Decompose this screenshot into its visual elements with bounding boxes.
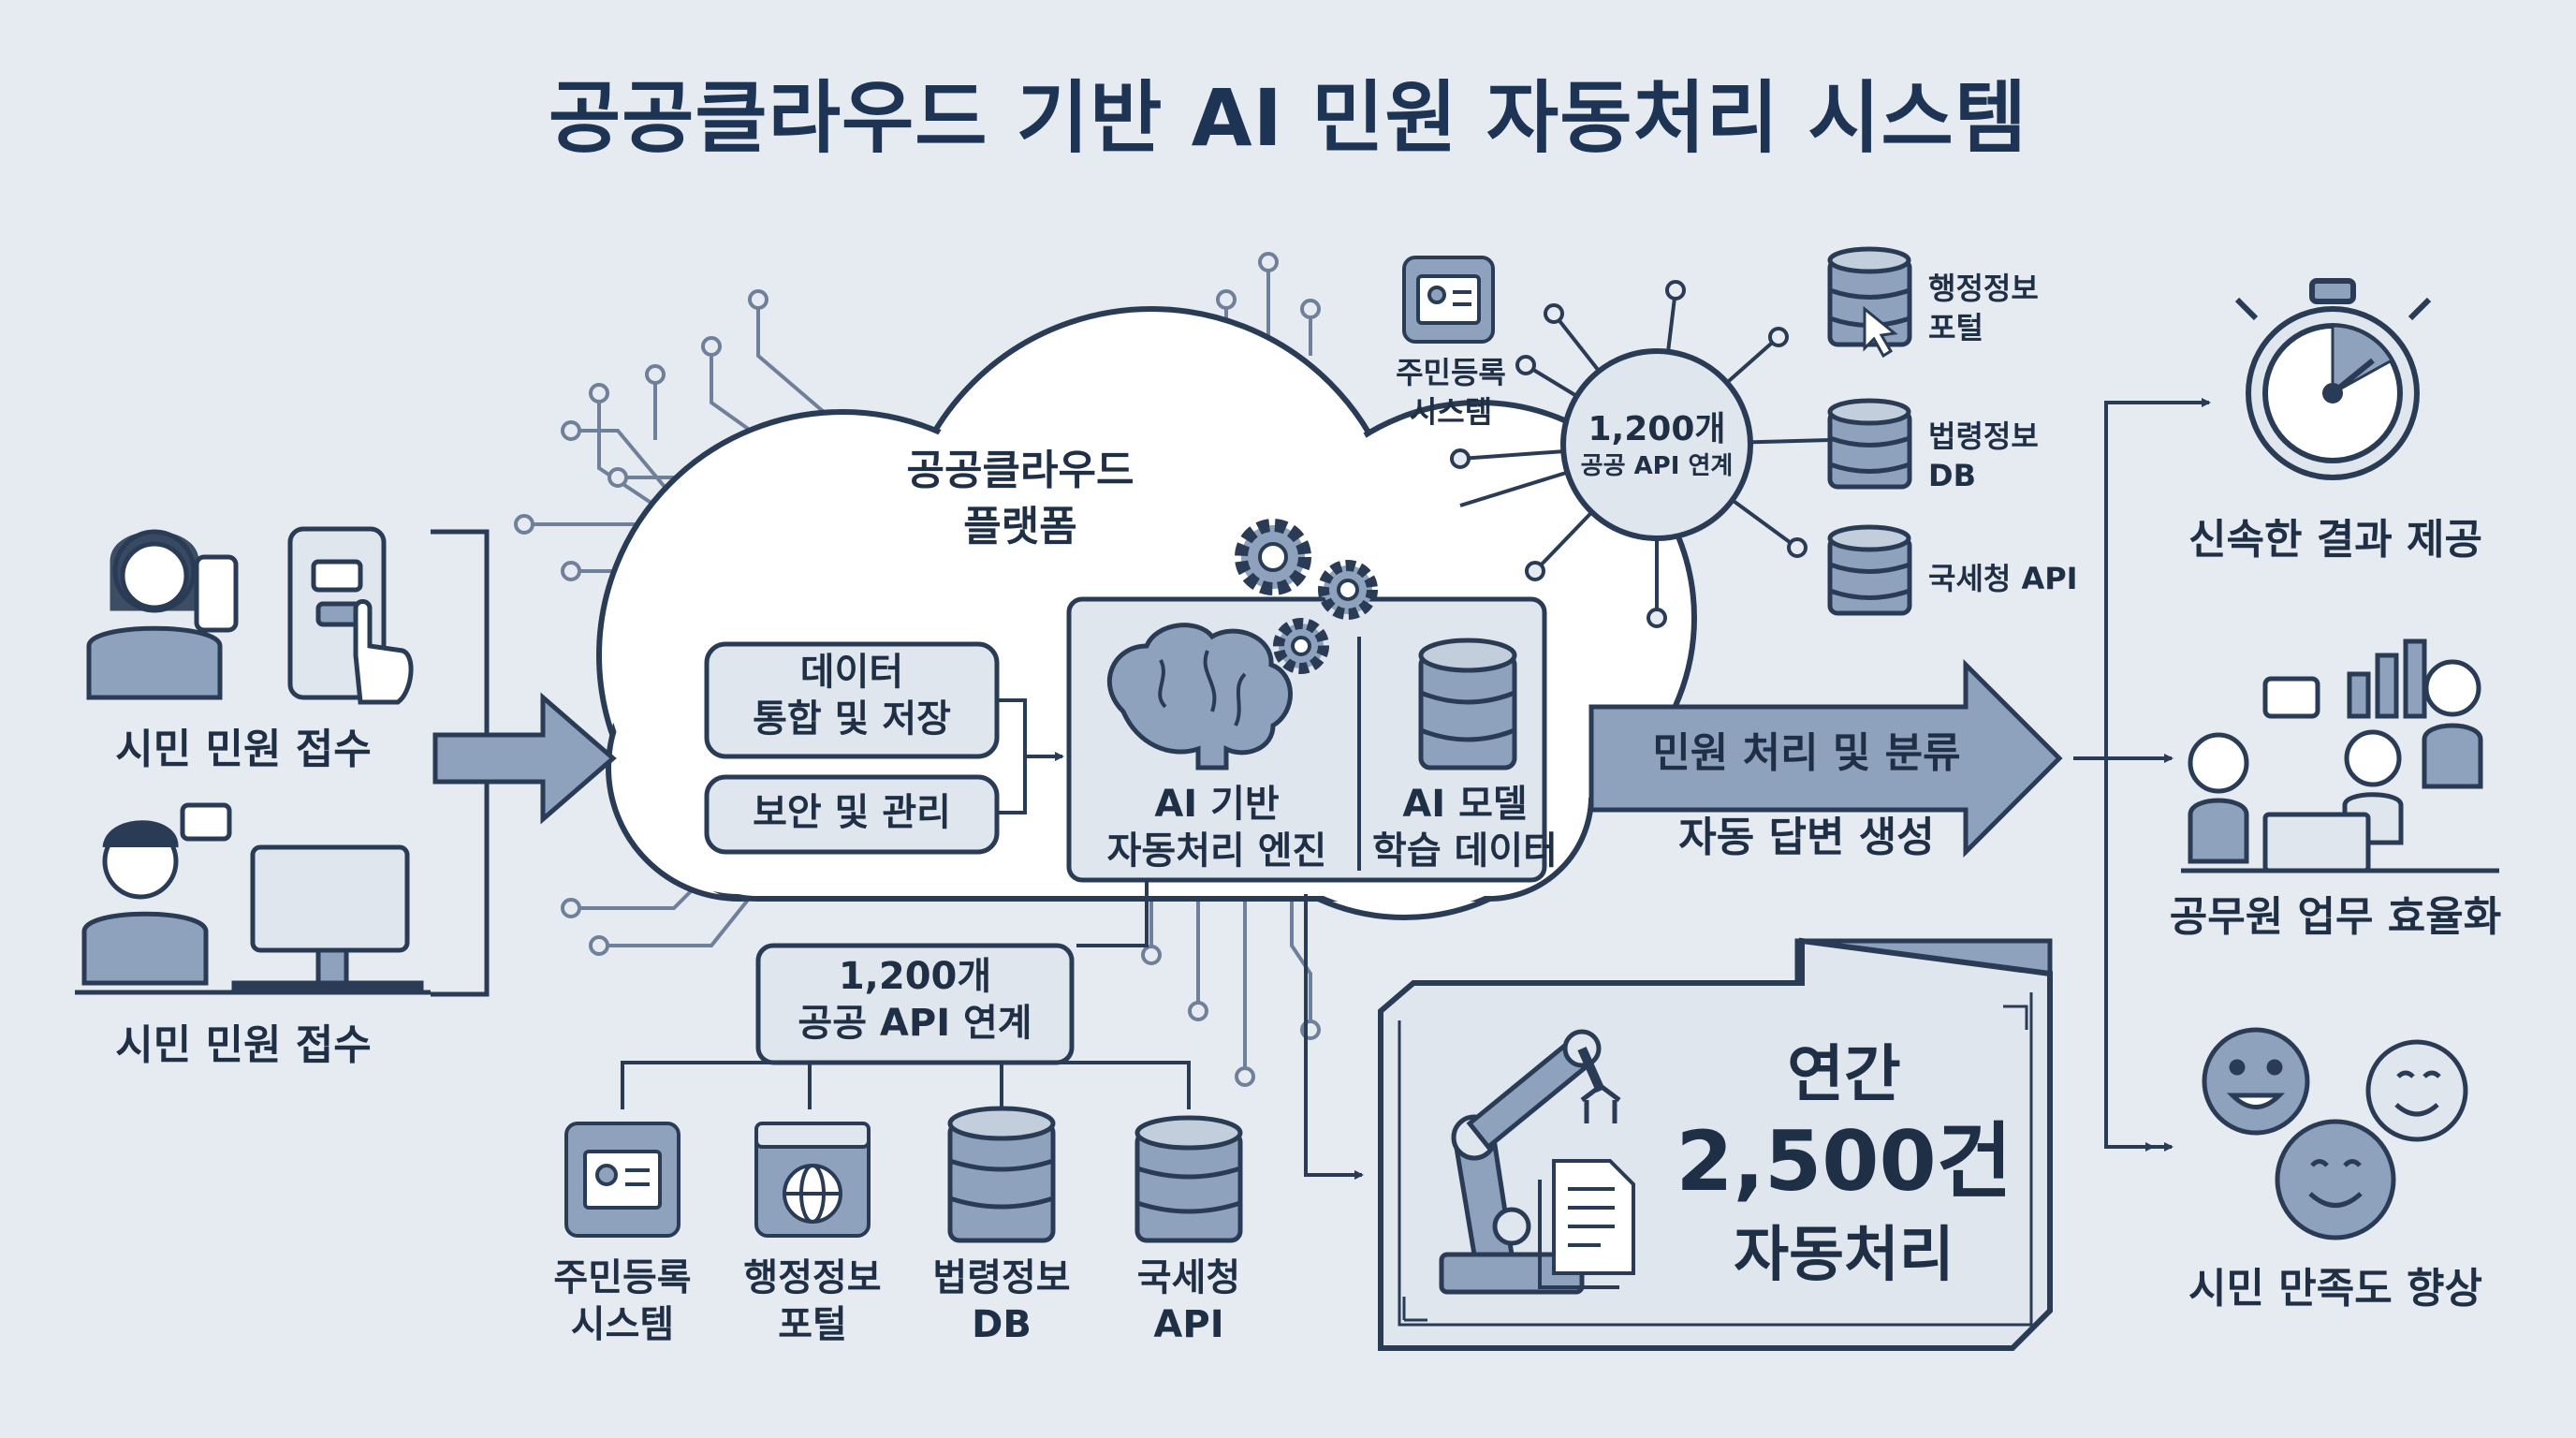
data-storage-line1: 데이터 [799,651,904,694]
engine-label-line2: 자동처리 엔진 [1106,829,1327,873]
process-line2: 자동 답변 생성 [1678,814,1935,861]
outcome-connector [2073,401,2209,1147]
annual-line3: 자동처리 [1734,1221,1954,1290]
top-hub-line1: 1,200개 [1588,410,1726,448]
top-resident-line2: 시스템 [1409,394,1493,430]
top-api-hub-circle [1560,348,1753,541]
bottom-resident-card-icon [564,1122,681,1238]
top-hub-line2: 공공 API 연계 [1580,452,1734,480]
citizen-intake-label-bottom: 시민 민원 접수 [115,1021,372,1069]
bottom-tax-line2: API [1153,1303,1224,1346]
stopwatch-icon [2234,278,2432,480]
bottom-resident-line1: 주민등록 [553,1256,692,1299]
bottom-law-line2: DB [972,1303,1032,1346]
bottom-api-hub-box [755,943,1075,1065]
document-icon [1538,1159,1635,1289]
citizen-mobile-illustration [86,526,414,705]
annual-connector [1304,894,1364,1180]
top-law-line2: DB [1928,458,1976,493]
outcome-fast: 신속한 결과 제공 [2188,516,2482,564]
data-storage-line2: 통합 및 저장 [753,697,951,741]
outcome-efficiency: 공무원 업무 효율화 [2169,893,2502,941]
robot-arm-icon [1439,1029,1621,1295]
cloud-title-line2: 플랫폼 [963,503,1077,550]
civil-servants-illustration [2181,638,2499,873]
top-admin-line2: 포털 [1928,310,1983,345]
citizen-intake-label-top: 시민 민원 접수 [115,726,372,773]
gear-icons [1235,519,1378,674]
bottom-admin-line2: 포털 [778,1303,847,1346]
intake-arrow [432,692,617,825]
top-hub-nodes [1450,280,1808,628]
bottom-resident-line2: 시스템 [570,1303,675,1346]
bottom-admin-line1: 행정정보 [743,1256,882,1299]
annual-line2: 2,500건 [1676,1113,2012,1210]
smiley-icons [2202,1027,2468,1240]
circuit-nodes [514,252,1321,1087]
brain-icon [1106,623,1293,770]
engine-to-hub-connector [1076,880,1149,947]
page-title: 공공클라우드 기반 AI 민원 자동처리 시스템 [548,72,2028,164]
model-label-line1: AI 모델 [1402,783,1528,826]
bottom-database-icons [947,1106,1243,1243]
bottom-law-line1: 법령정보 [932,1256,1071,1299]
process-arrow [1588,658,2063,858]
panel-connector [997,698,1062,814]
top-admin-line1: 행정정보 [1928,271,2039,306]
annual-line1: 연간 [1787,1038,1901,1110]
top-resident-card-icon [1402,256,1495,344]
bottom-hub-line1: 1,200개 [838,955,992,998]
top-resident-line1: 주민등록 [1396,355,1506,390]
annual-panel [1378,937,2053,1351]
outcome-satisfaction: 시민 만족도 향상 [2188,1265,2482,1313]
top-database-icons [1827,246,1912,616]
top-tax-label: 국세청 API [1928,561,2078,596]
citizen-desktop-illustration [75,802,431,995]
model-label-line2: 학습 데이터 [1372,829,1558,873]
engine-label-line1: AI 기반 [1154,783,1280,826]
top-law-line1: 법령정보 [1928,418,2039,454]
process-line1: 민원 처리 및 분류 [1652,729,1961,777]
cloud-title-line1: 공공클라우드 [906,447,1134,494]
security-label: 보안 및 관리 [753,791,951,834]
bottom-hub-line2: 공공 API 연계 [798,1002,1032,1045]
model-database-icon [1418,638,1517,770]
bottom-tax-line1: 국세청 [1136,1256,1241,1299]
bottom-portal-globe-icon [754,1122,871,1238]
